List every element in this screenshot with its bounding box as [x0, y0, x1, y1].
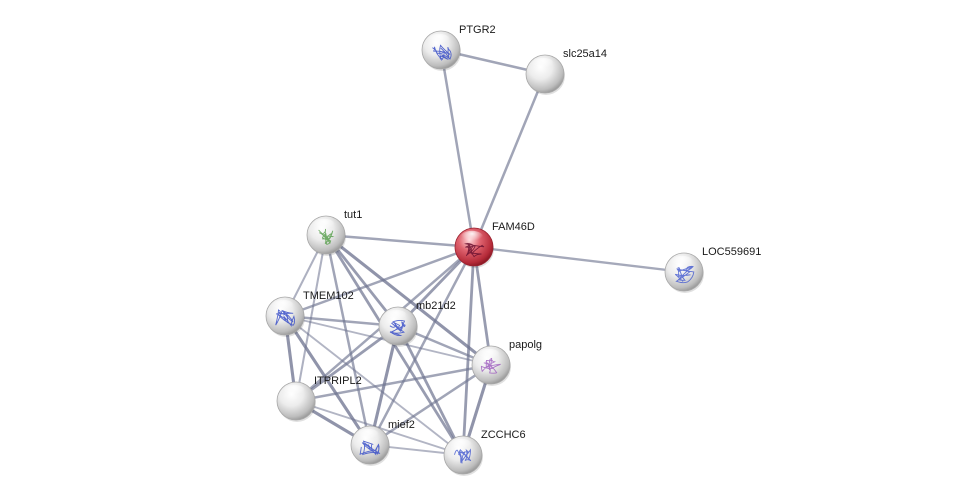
node-tmem102[interactable]: TMEM102 [265, 290, 354, 337]
edge-fam46d-zcchc6[interactable] [461, 245, 476, 457]
node-label-papolg: papolg [509, 339, 542, 351]
node-itpripl2[interactable]: ITPRIPL2 [276, 375, 362, 422]
node-zcchc6[interactable]: ZCCHC6 [443, 429, 526, 476]
edge-fam46d-tut1[interactable] [324, 233, 476, 249]
node-label-ptgr2: PTGR2 [459, 24, 496, 36]
edge-tut1-mief2[interactable] [324, 233, 372, 447]
edge-mb21d2-itpripl2[interactable] [294, 324, 400, 403]
node-highlight [531, 57, 555, 73]
node-highlight [271, 299, 295, 315]
edge-slc25a14-fam46d[interactable] [472, 72, 547, 249]
node-label-mb21d2: mb21d2 [416, 300, 456, 312]
node-tut1[interactable]: tut1 [306, 209, 362, 256]
edge-ptgr2-fam46d[interactable] [439, 48, 476, 249]
node-label-itpripl2: ITPRIPL2 [314, 375, 362, 387]
node-mb21d2[interactable]: mb21d2 [378, 300, 456, 347]
node-loc559691[interactable]: LOC559691 [664, 246, 761, 293]
node-label-slc25a14: slc25a14 [563, 48, 607, 60]
node-label-mief2: mief2 [388, 419, 415, 431]
edge-fam46d-loc559691[interactable] [472, 245, 686, 274]
edge-fam46d-mief2[interactable] [368, 245, 476, 447]
node-ptgr2[interactable]: PTGR2 [421, 24, 496, 71]
node-highlight [312, 218, 336, 234]
node-highlight [282, 384, 306, 400]
node-slc25a14[interactable]: slc25a14 [525, 48, 607, 95]
node-highlight [477, 348, 501, 364]
node-label-loc559691: LOC559691 [702, 246, 761, 258]
node-highlight [384, 309, 408, 325]
node-label-tmem102: TMEM102 [303, 290, 354, 302]
node-label-fam46d: FAM46D [492, 221, 535, 233]
edge-tut1-papolg[interactable] [324, 233, 493, 367]
node-highlight [427, 33, 451, 49]
node-label-zcchc6: ZCCHC6 [481, 429, 526, 441]
edge-papolg-itpripl2[interactable] [294, 363, 493, 403]
node-highlight [356, 428, 380, 444]
edge-itpripl2-zcchc6[interactable] [295, 400, 464, 456]
node-mief2[interactable]: mief2 [350, 419, 415, 466]
node-highlight [670, 255, 694, 271]
edge-fam46d-tmem102[interactable] [283, 245, 476, 318]
protein-structure-icon [432, 44, 452, 62]
edge-mb21d2-zcchc6[interactable] [396, 324, 465, 457]
protein-structure-icon [359, 440, 381, 456]
node-highlight [460, 230, 484, 246]
node-fam46d[interactable]: FAM46D [454, 221, 535, 268]
edge-fam46d-papolg[interactable] [472, 245, 493, 367]
node-highlight [449, 438, 473, 454]
edge-tmem102-mief2[interactable] [283, 314, 372, 447]
node-label-tut1: tut1 [344, 209, 362, 221]
node-papolg[interactable]: papolg [471, 339, 542, 386]
